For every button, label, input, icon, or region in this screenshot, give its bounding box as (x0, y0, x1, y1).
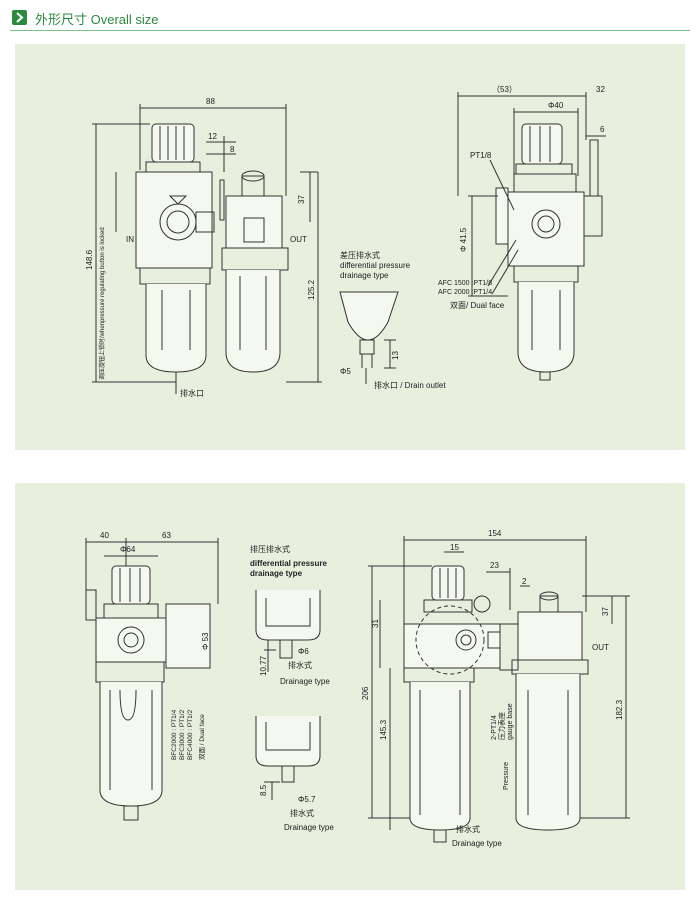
drainage-label-3: Drainage type (452, 839, 502, 848)
drainage-label-1: Drainage type (280, 677, 330, 686)
dim-phi5: Φ5 (340, 367, 351, 376)
frl-left-view-bottom (85, 538, 219, 821)
drainage-label-2: Drainage type (284, 823, 334, 832)
drain-detail-top (339, 291, 399, 384)
dim-88: 88 (206, 97, 215, 106)
dim-23: 23 (490, 561, 499, 570)
drain-port-label: 排水口 (180, 388, 204, 398)
section-header: 外形尺寸 Overall size (0, 0, 700, 36)
frl-right-view-top (457, 92, 606, 381)
pt14-gauge-label: 2-PT1/4 (491, 715, 498, 740)
drain2-title-en2: drainage type (250, 569, 303, 578)
drain3-cn: 排水式 (456, 824, 480, 834)
out-label-2: OUT (592, 643, 609, 652)
pressure-cn-label: 压力表座 (497, 712, 506, 740)
bfc2000-label: BFC2000 : PT1/4 (171, 709, 178, 760)
dim-phi40: Φ40 (548, 101, 564, 110)
header-divider (10, 30, 690, 31)
drain-detail-bottom (255, 590, 321, 800)
drain-title-en2: drainage type (340, 271, 389, 280)
frl-left-view-top (92, 104, 322, 394)
pt18-label: PT1/8 (470, 151, 492, 160)
bfc4000-label: BFC4000 : PT1/2 (187, 709, 194, 760)
frl-right-view-bottom (368, 536, 630, 843)
pressure-en-label: Pressure (503, 762, 510, 790)
drain-outlet-label: 排水口 / Drain outlet (374, 380, 446, 390)
gauge-base-label: gauge base (507, 703, 514, 740)
dim-125-2: 125.2 (307, 279, 316, 300)
drain2-cn1: 排水式 (288, 660, 312, 670)
dim-12: 12 (208, 132, 217, 141)
drain-title-en1: differential pressure (340, 261, 411, 270)
chevron-right-icon (12, 10, 27, 25)
dim-206: 206 (361, 686, 370, 700)
drain-title-cn: 差压排水式 (340, 250, 380, 260)
section-title: 外形尺寸 Overall size (35, 12, 159, 27)
out-label: OUT (290, 235, 307, 244)
dim-10-77: 10.77 (259, 655, 268, 676)
dim-145-3: 145.3 (379, 719, 388, 740)
dim-154: 154 (488, 529, 502, 538)
drain2-cn2: 排水式 (290, 808, 314, 818)
lock-note: 调压旋钮上锁时/whenpressure regulating button i… (98, 227, 106, 380)
dim-phi6: Φ6 (298, 647, 309, 656)
dim-phi5-7: Φ5.7 (298, 795, 316, 804)
dim-phi53: Φ 53 (201, 632, 210, 650)
bfc3000-label: BFC3000 : PT1/2 (179, 709, 186, 760)
dim-15: 15 (450, 543, 459, 552)
drain2-title-en1: differential pressure (250, 559, 327, 568)
dim-6: 6 (600, 125, 605, 134)
dim-phi64: Φ64 (120, 545, 136, 554)
dim-37: 37 (297, 195, 306, 204)
dim-8-5: 8.5 (259, 784, 268, 796)
dim-32: 32 (596, 85, 605, 94)
dim-31: 31 (371, 619, 380, 628)
afc1500-label: AFC 1500 :PT1/8 (438, 280, 492, 287)
dim-phi41-5: Φ 41.5 (459, 227, 468, 252)
dim-53: （53） (492, 85, 517, 94)
dim-8: 8 (230, 145, 235, 154)
dim-13: 13 (391, 351, 400, 360)
dim-37-b: 37 (601, 607, 610, 616)
dim-40: 40 (100, 531, 109, 540)
dim-2: 2 (522, 577, 527, 586)
dual-face-label-2: 双面 / Dual face (198, 714, 206, 760)
dim-63: 63 (162, 531, 171, 540)
drain2-title-cn: 排压排水式 (250, 544, 290, 554)
dim-148-6: 148.6 (85, 249, 94, 270)
in-label: IN (126, 235, 134, 244)
afc2000-label: AFC 2000 :PT1/4 (438, 289, 492, 296)
dual-face-label: 双面/ Dual face (450, 301, 505, 310)
dim-182-3: 182.3 (615, 699, 624, 720)
